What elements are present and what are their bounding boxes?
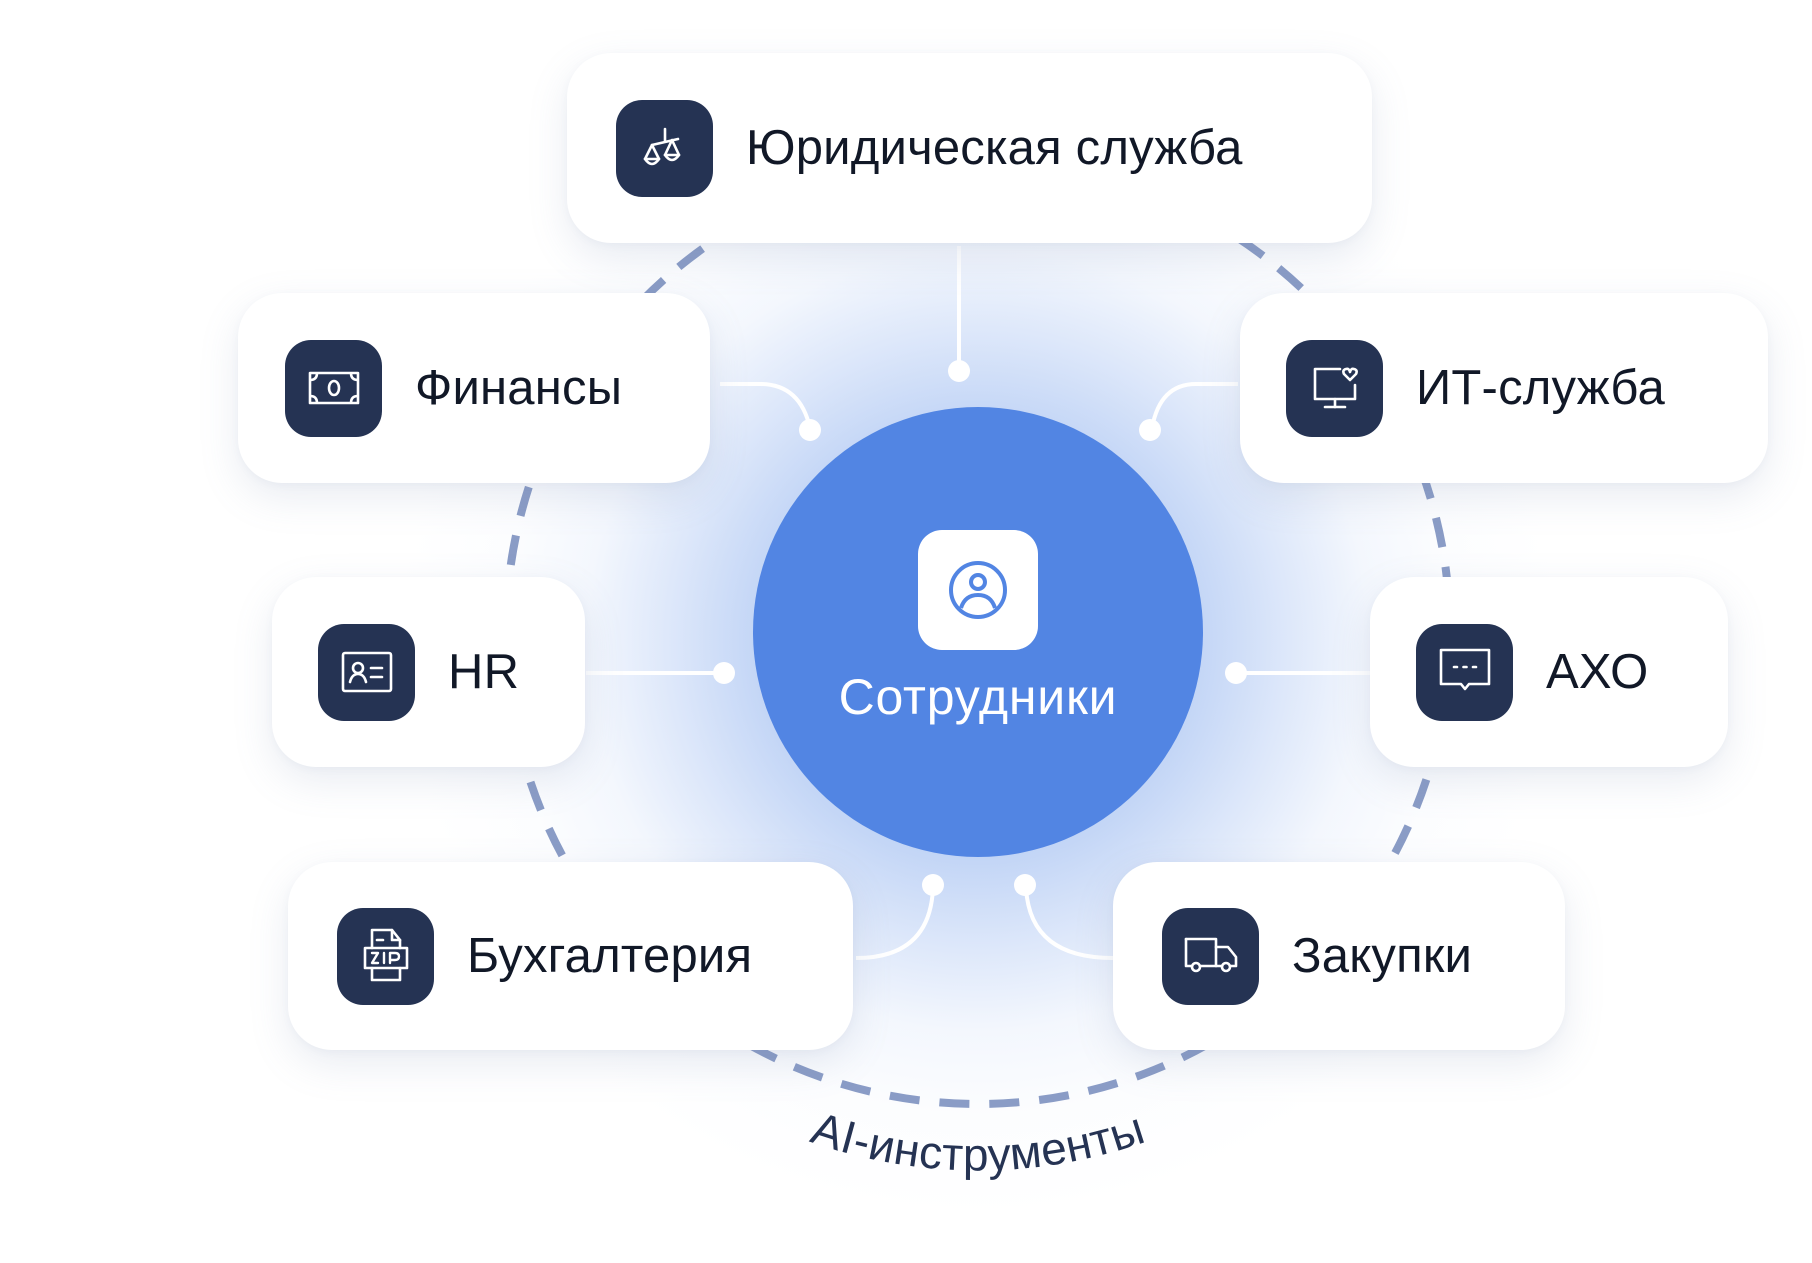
chat-bubble-icon [1439, 648, 1490, 691]
dot-it [1139, 419, 1161, 441]
icon-box-legal [616, 99, 713, 197]
icon-box-it [1286, 339, 1383, 437]
icon-box-axo [1416, 623, 1513, 721]
connector-dots [713, 360, 1247, 896]
label-legal: Юридическая служба [746, 120, 1243, 175]
card-procurement[interactable]: Закупки [1113, 862, 1565, 1050]
label-hr: HR [448, 644, 520, 699]
label-axo: АХО [1546, 644, 1649, 699]
card-hr[interactable]: HR [272, 577, 585, 767]
zip-file-icon [363, 928, 408, 982]
card-finance[interactable]: Финансы [238, 293, 710, 483]
icon-box-procurement [1162, 907, 1259, 1005]
label-procurement: Закупки [1292, 928, 1473, 983]
ring-label: AI-инструменты [806, 1101, 1151, 1180]
dot-procurement [1014, 874, 1036, 896]
center-icon-box [918, 530, 1038, 650]
icon-box-accounting [337, 907, 434, 1005]
dot-axo [1225, 662, 1247, 684]
card-accounting[interactable]: Бухгалтерия [288, 862, 853, 1050]
dot-legal [948, 360, 970, 382]
connector-procurement [1024, 887, 1114, 960]
center-label: Сотрудники [838, 669, 1118, 725]
monitor-heart-icon [1313, 367, 1358, 409]
card-axo[interactable]: АХО [1370, 577, 1728, 767]
banknote-icon [308, 371, 359, 405]
dot-finance [799, 419, 821, 441]
label-finance: Финансы [415, 360, 623, 415]
connector-accounting [855, 887, 935, 960]
dot-accounting [922, 874, 944, 896]
icon-box-finance [285, 339, 382, 437]
dot-hr [713, 662, 735, 684]
label-accounting: Бухгалтерия [467, 928, 753, 983]
connector-it [1150, 382, 1238, 429]
icon-box-hr [318, 623, 415, 721]
id-card-icon [341, 651, 392, 693]
connector-finance [720, 382, 812, 429]
user-circle-icon [949, 561, 1007, 619]
scales-icon [643, 127, 680, 166]
connector-lines [586, 246, 1370, 960]
truck-icon [1184, 937, 1237, 973]
card-legal[interactable]: Юридическая служба [567, 53, 1372, 243]
card-it[interactable]: ИТ-служба [1240, 293, 1768, 483]
label-it: ИТ-служба [1416, 360, 1665, 415]
ring-label-text: AI-инструменты [806, 1101, 1150, 1180]
